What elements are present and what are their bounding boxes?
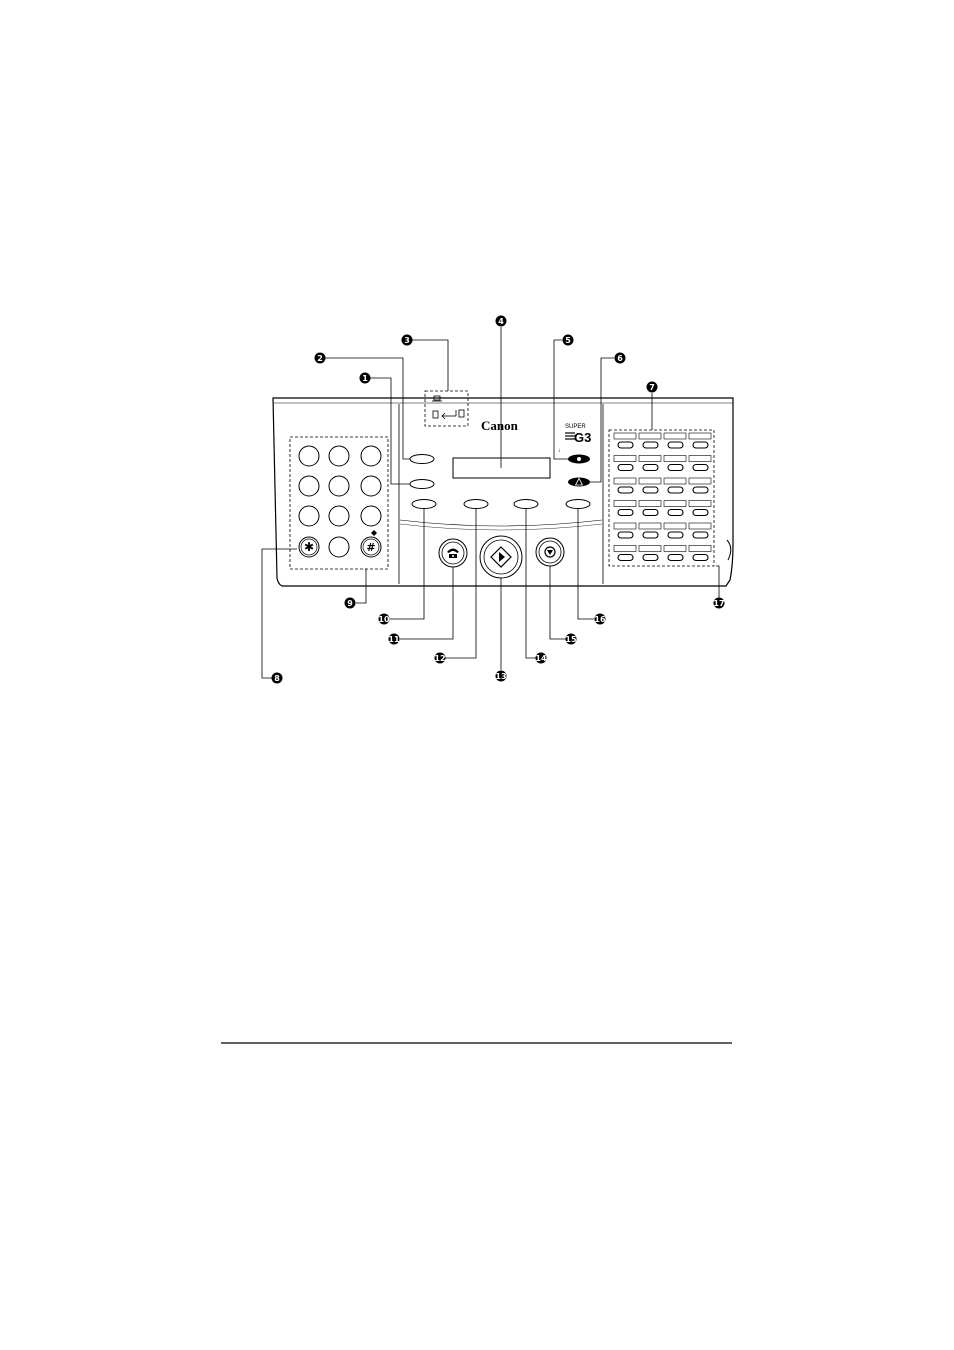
callout-1-label: 1 <box>362 374 368 383</box>
document-arrow-icon <box>433 410 464 419</box>
callout-16-label: 16 <box>594 615 606 624</box>
lcd-display <box>453 458 550 478</box>
speed-dial-key-20[interactable] <box>689 523 711 538</box>
speed-dial-key-6[interactable] <box>639 456 661 471</box>
speed-dial-key-24[interactable] <box>689 546 711 561</box>
callout-5-label: 5 <box>565 336 571 345</box>
speed-dial-key-10[interactable] <box>639 478 661 493</box>
one-touch-speed-dial-keys <box>614 433 711 561</box>
callout-2-label: 2 <box>317 354 323 363</box>
callout-3-label: 3 <box>404 336 410 345</box>
speed-dial-key-19[interactable] <box>664 523 686 538</box>
callout-7-label: 7 <box>649 383 655 392</box>
keypad-key-9[interactable] <box>361 506 381 526</box>
keypad-key-5[interactable] <box>329 476 349 496</box>
speed-dial-key-3[interactable] <box>664 433 686 448</box>
function-button-12[interactable] <box>464 500 488 509</box>
keypad-star-label: ✱ <box>304 540 314 554</box>
keypad-key-7[interactable] <box>299 506 319 526</box>
keypad-key-11[interactable] <box>329 537 349 557</box>
speed-dial-key-12[interactable] <box>689 478 711 493</box>
callout-13: 13 <box>495 671 506 682</box>
numeric-keypad: ✱# <box>299 446 381 557</box>
function-button-1[interactable] <box>410 480 434 489</box>
callout-10: 10 <box>378 614 390 625</box>
callout-7: 7 <box>647 382 658 393</box>
speed-dial-key-1[interactable] <box>614 433 636 448</box>
speed-dial-key-21[interactable] <box>614 546 636 561</box>
callout-15: 15 <box>565 634 577 645</box>
callout-12: 12 <box>434 653 445 664</box>
speed-dial-key-15[interactable] <box>664 501 686 516</box>
hook-button[interactable] <box>439 539 467 567</box>
callout-6-label: 6 <box>617 354 623 363</box>
keypad-key-10[interactable]: ✱ <box>299 537 319 557</box>
speed-dial-key-7[interactable] <box>664 456 686 471</box>
callout-5: 5 <box>563 335 574 346</box>
in-use-indicator <box>568 478 590 487</box>
signal-mark-icon: ↓ <box>558 448 561 454</box>
speed-dial-key-11[interactable] <box>664 478 686 493</box>
callout-10-label: 10 <box>378 615 390 624</box>
speed-dial-key-9[interactable] <box>614 478 636 493</box>
callout-9: 9 <box>345 598 356 609</box>
keypad-key-4[interactable] <box>299 476 319 496</box>
alarm-indicator: ↓ <box>558 448 590 464</box>
hash-mark-icon <box>371 530 377 536</box>
dot-icon <box>577 457 581 461</box>
super-g3-badge-main: G3 <box>574 430 591 445</box>
keypad-key-6[interactable] <box>361 476 381 496</box>
keypad-key-1[interactable] <box>299 446 319 466</box>
callout-11: 11 <box>388 634 400 645</box>
callout-17: 17 <box>713 598 724 609</box>
stop-button[interactable] <box>536 538 564 566</box>
callout-14-label: 14 <box>535 654 547 663</box>
super-g3-badge: SUPER G3 <box>565 424 591 445</box>
callout-8: 8 <box>272 673 283 684</box>
callout-14: 14 <box>535 653 547 664</box>
speed-dial-key-4[interactable] <box>689 433 711 448</box>
callout-3: 3 <box>402 335 413 346</box>
brand-logo: Canon <box>481 418 519 433</box>
callout-17-label: 17 <box>713 599 724 608</box>
keypad-key-12[interactable]: # <box>361 537 381 557</box>
callout-15-label: 15 <box>565 635 577 644</box>
callout-4-label: 4 <box>498 317 504 326</box>
callout-13-label: 13 <box>495 672 506 681</box>
callout-12-label: 12 <box>434 654 445 663</box>
speed-dial-key-16[interactable] <box>689 501 711 516</box>
function-button-2[interactable] <box>410 455 434 464</box>
speed-dial-key-22[interactable] <box>639 546 661 561</box>
keypad-hash-label: # <box>366 541 375 554</box>
speed-dial-key-13[interactable] <box>614 501 636 516</box>
speed-dial-key-18[interactable] <box>639 523 661 538</box>
function-button-16[interactable] <box>566 500 590 509</box>
speed-dial-key-5[interactable] <box>614 456 636 471</box>
document-setting-area <box>425 391 468 426</box>
callout-1: 1 <box>360 373 371 384</box>
keypad-key-8[interactable] <box>329 506 349 526</box>
callout-6: 6 <box>615 353 626 364</box>
speed-dial-key-8[interactable] <box>689 456 711 471</box>
callout-16: 16 <box>594 614 606 625</box>
callout-9-label: 9 <box>347 599 353 608</box>
callout-2: 2 <box>315 353 326 364</box>
callout-4: 4 <box>496 316 507 327</box>
start-button[interactable] <box>480 536 522 578</box>
keypad-key-2[interactable] <box>329 446 349 466</box>
keypad-key-3[interactable] <box>361 446 381 466</box>
function-button-10[interactable] <box>412 500 436 509</box>
speed-dial-key-2[interactable] <box>639 433 661 448</box>
speed-dial-key-14[interactable] <box>639 501 661 516</box>
speed-dial-key-17[interactable] <box>614 523 636 538</box>
speed-dial-key-23[interactable] <box>664 546 686 561</box>
callout-11-label: 11 <box>388 635 400 644</box>
callout-8-label: 8 <box>274 674 280 683</box>
function-button-14[interactable] <box>514 500 538 509</box>
